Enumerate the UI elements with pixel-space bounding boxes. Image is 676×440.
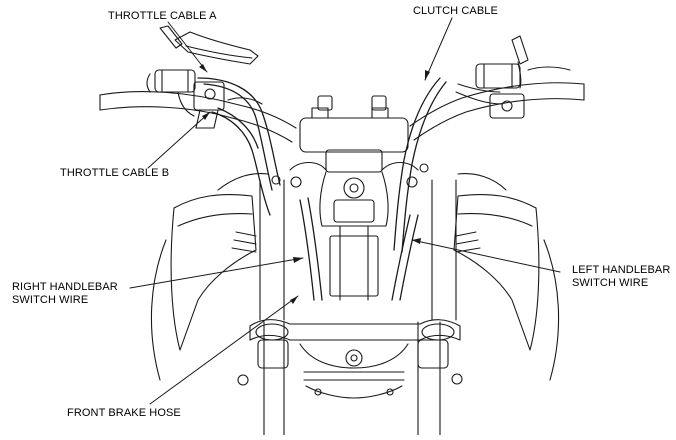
- steering-head: [271, 95, 429, 301]
- fairing: [150, 172, 560, 386]
- lower-triple-clamp: [249, 319, 461, 399]
- cables: [197, 77, 447, 301]
- label-right-handlebar-line2: SWITCH WIRE: [12, 294, 89, 306]
- front-fork: [259, 179, 457, 436]
- label-clutch-cable: CLUTCH CABLE: [413, 5, 498, 17]
- arrowhead-throttle-cable-b: [202, 112, 210, 120]
- label-left-handlebar-switch-wire: LEFT HANDLEBAR SWITCH WIRE: [572, 264, 670, 290]
- leader-front-brake-hose: [149, 295, 299, 405]
- leader-lines: [129, 17, 561, 405]
- leader-throttle-cable-a: [167, 21, 208, 73]
- leader-throttle-cable-b: [147, 111, 211, 169]
- arrowhead-clutch-cable: [425, 70, 430, 80]
- leader-clutch-cable: [424, 17, 453, 81]
- label-right-handlebar-line1: RIGHT HANDLEBAR: [12, 281, 118, 293]
- label-right-handlebar-switch-wire: RIGHT HANDLEBAR SWITCH WIRE: [12, 281, 118, 307]
- left-clutch-lever-assembly: [455, 35, 571, 119]
- arrowhead-throttle-cable-a: [199, 64, 207, 72]
- leader-left-handlebar-switch-wire: [411, 239, 561, 273]
- label-throttle-cable-b: THROTTLE CABLE B: [60, 167, 170, 179]
- label-left-handlebar-line2: SWITCH WIRE: [572, 277, 649, 289]
- label-throttle-cable-a: THROTTLE CABLE A: [108, 10, 217, 22]
- arrowhead-right-handlebar-switch-wire: [293, 257, 303, 263]
- leader-right-handlebar-switch-wire: [129, 257, 304, 289]
- right-brake-lever-assembly: [146, 25, 263, 129]
- label-front-brake-hose: FRONT BRAKE HOSE: [67, 407, 181, 419]
- arrowhead-left-handlebar-switch-wire: [412, 238, 421, 244]
- arrowhead-front-brake-hose: [290, 296, 298, 304]
- leader-arrowheads: [199, 64, 430, 304]
- label-left-handlebar-line1: LEFT HANDLEBAR: [572, 264, 671, 276]
